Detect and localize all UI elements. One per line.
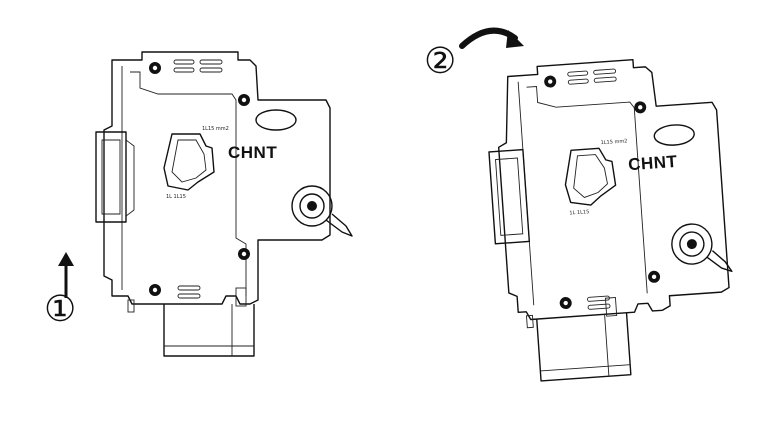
screw-icon bbox=[149, 284, 161, 296]
brand-logo: CHNT bbox=[228, 143, 277, 162]
up-arrow-icon bbox=[58, 252, 74, 298]
screw-icon bbox=[559, 297, 572, 310]
rating-marking: 1L15 mm2 bbox=[600, 138, 627, 146]
curved-arrow-icon bbox=[459, 27, 524, 49]
screw-icon bbox=[238, 94, 250, 106]
knob-icon bbox=[291, 185, 353, 237]
terminal-marking: 1L 1L15 bbox=[166, 194, 186, 200]
screw-icon bbox=[149, 62, 161, 74]
terminal-marking: 1L 1L15 bbox=[569, 209, 589, 216]
step-1-label: ① bbox=[44, 289, 77, 330]
screw-icon bbox=[648, 270, 661, 283]
screw-icon bbox=[544, 75, 557, 88]
screw-icon bbox=[238, 248, 250, 260]
rating-marking: 1L15 mm2 bbox=[202, 126, 229, 132]
circuit-breaker-left: 1L15 mm2 1L 1L15 CHNT bbox=[95, 51, 353, 357]
screw-icon bbox=[634, 101, 647, 114]
brand-logo: CHNT bbox=[628, 152, 679, 174]
step-2-label: ② bbox=[424, 41, 457, 82]
circuit-breaker-right: 1L15 mm2 1L 1L15 CHNT bbox=[488, 59, 733, 382]
knob-icon bbox=[671, 223, 733, 273]
